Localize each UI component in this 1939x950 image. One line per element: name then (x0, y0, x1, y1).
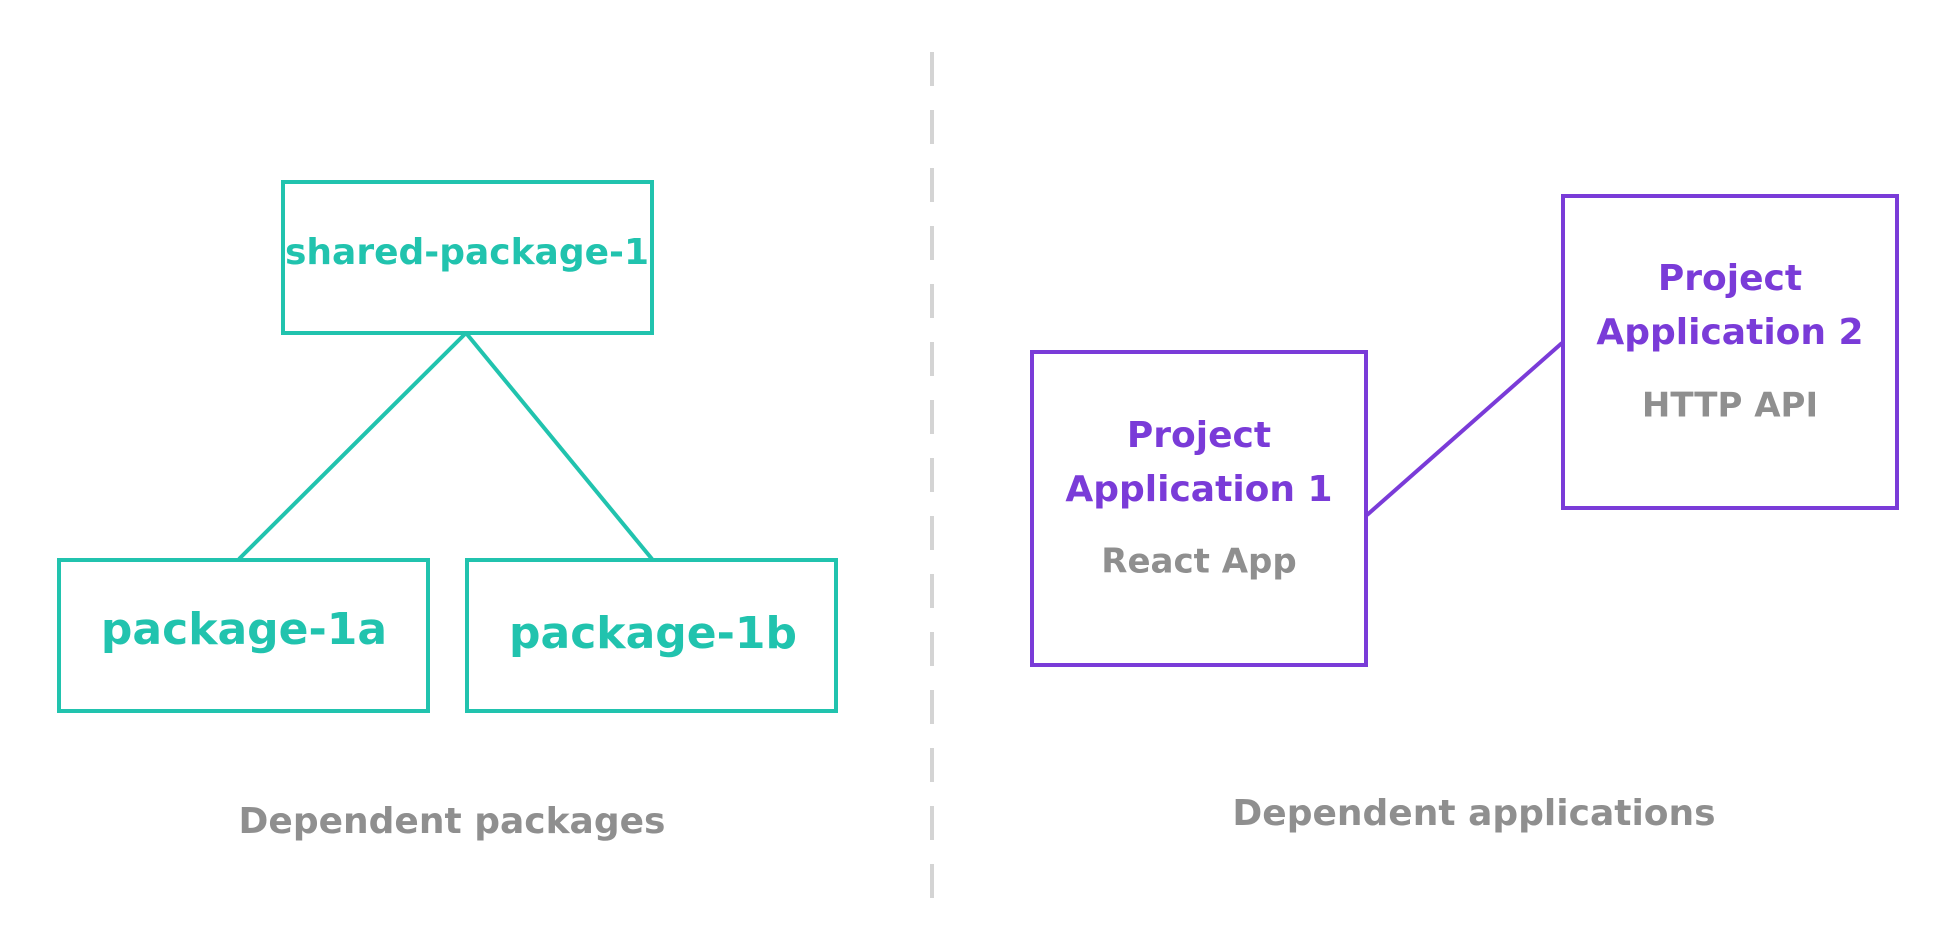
node-box (57, 558, 430, 713)
packages-caption: Dependent packages (239, 801, 666, 842)
node-title-line-1: Project (1127, 415, 1271, 456)
edge-app1-to-app2 (1365, 341, 1564, 517)
node-shared-package-1: shared-package-1 (281, 180, 654, 335)
node-title-line-1: Project (1658, 258, 1802, 299)
node-box (281, 180, 654, 335)
node-box (1030, 350, 1368, 667)
applications-caption: Dependent applications (1232, 793, 1715, 834)
node-title-line-2: Application 2 (1596, 312, 1863, 353)
node-subtitle: HTTP API (1642, 386, 1818, 426)
node-package-1a: package-1a (57, 558, 430, 713)
node-subtitle: React App (1101, 542, 1296, 582)
node-label: package-1b (509, 608, 797, 659)
edge-shared-to-package-1b (464, 331, 654, 561)
applications-section: Project Application 1 React App Project … (1030, 194, 1899, 834)
node-project-application-2: Project Application 2 HTTP API (1561, 194, 1899, 510)
node-box (1561, 194, 1899, 510)
node-label: package-1a (101, 604, 387, 655)
node-project-application-1: Project Application 1 React App (1030, 350, 1368, 667)
node-package-1b: package-1b (465, 558, 838, 713)
node-label: shared-package-1 (285, 232, 649, 273)
edge-shared-to-package-1a (237, 331, 468, 561)
node-box (465, 558, 838, 713)
packages-section: shared-package-1 package-1a package-1b D… (57, 180, 838, 842)
node-title-line-2: Application 1 (1065, 469, 1332, 510)
